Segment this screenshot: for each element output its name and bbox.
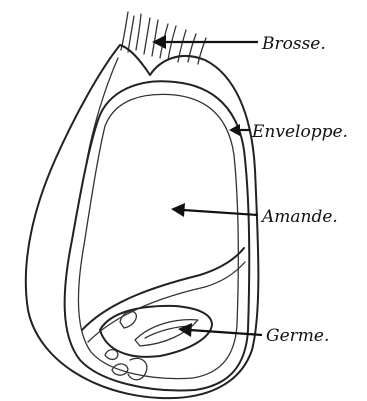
label-brosse: Brosse. bbox=[261, 34, 326, 54]
label-enveloppe: Enveloppe. bbox=[251, 122, 348, 142]
label-amande: Amande. bbox=[260, 207, 338, 227]
label-germe: Germe. bbox=[266, 326, 329, 346]
arrow-amande bbox=[171, 203, 258, 217]
arrow-brosse bbox=[152, 35, 258, 49]
scutellum-band bbox=[82, 248, 244, 330]
arrow-germe bbox=[178, 323, 262, 337]
arrow-enveloppe bbox=[229, 124, 250, 136]
almond-outer bbox=[65, 81, 250, 390]
